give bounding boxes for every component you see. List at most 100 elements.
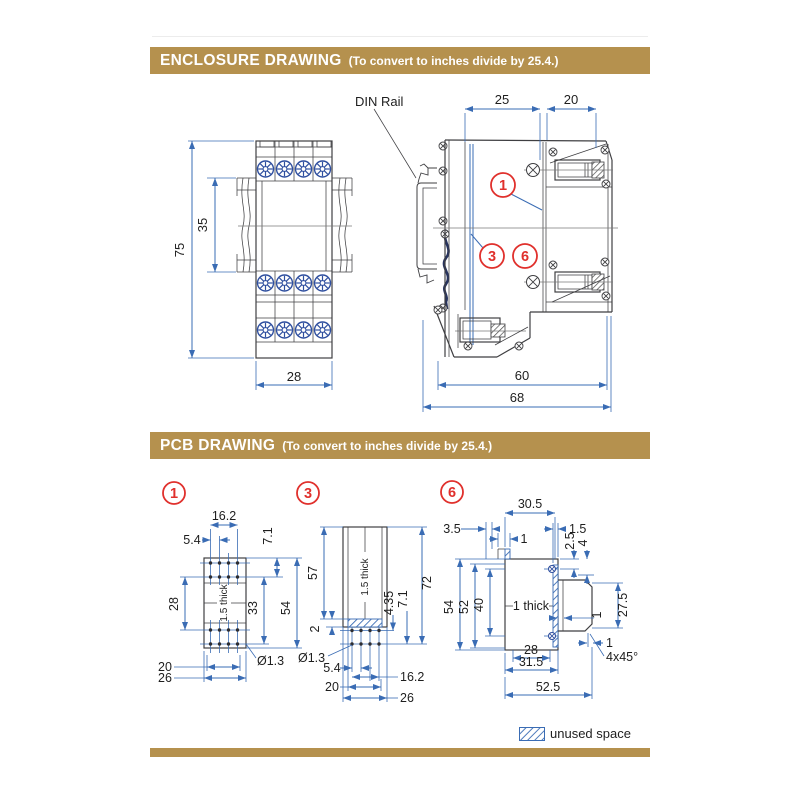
pcb3-dimensions: 57 2 72 4.35 7.1 Ø1.3 5.4 16.2 [298,526,434,705]
pcb6-dim-54: 54 [442,600,456,614]
page-top-rule [152,36,648,37]
pcb-header: PCB DRAWING (To convert to inches divide… [150,432,650,459]
pcb3-callout-circle [296,481,320,505]
pcb1-dim-28: 28 [167,597,181,611]
dim-75-label: 75 [172,243,187,257]
pcb3-pins [340,627,427,681]
terminal-bottom-left [433,305,529,351]
din-rail-leader [373,108,417,179]
pcb6-dim-1-5: 1.5 [569,522,586,536]
callout-6-circle [512,243,538,269]
dim-68-label: 68 [510,390,524,405]
pcb1-holes [208,561,240,646]
dim-25-label: 25 [495,92,509,107]
bottom-rule [150,748,650,757]
pcb1-dimensions: 16.2 5.4 7.1 28 33 54 20 [158,509,302,685]
pcb-view-1: 1 1.5 thick [158,481,302,685]
pcb6-dim-4: 4 [576,539,590,546]
pcb3-dim-16-2: 16.2 [400,670,424,684]
enclosure-drawing: 75 35 28 DIN Rail [172,92,618,412]
front-view: 75 35 28 [172,140,353,390]
pcb6-unused-space-strip [552,564,559,648]
pcb3-dim-7-1: 7.1 [396,590,410,607]
pcb1-dim-20: 20 [158,660,172,674]
pcb1-hole-grid [180,529,283,653]
pcb1-dim-54: 54 [279,601,293,615]
callout-6-label: 6 [521,249,529,265]
pcb3-dim-20: 20 [325,680,339,694]
pcb6-dimensions: 30.5 3.5 1 1.5 2.5 4 [442,497,638,699]
pcb-view-3: 3 1.5 thick 57 2 [296,481,434,705]
dim-60-label: 60 [515,368,529,383]
pcb1-dim-5-4: 5.4 [183,533,200,547]
pcb6-unused-space-tab [504,548,511,560]
callout-3-circle [479,243,505,269]
dim-35-label: 35 [195,218,210,232]
pcb6-dim-40: 40 [472,598,486,612]
front-dimensions: 75 35 28 [172,140,333,390]
unused-space-swatch [519,726,545,741]
enclosure-header: ENCLOSURE DRAWING (To convert to inches … [150,47,650,74]
pcb6-dim-3-5: 3.5 [443,522,460,536]
pcb1-dim-7-1: 7.1 [261,527,275,544]
pcb3-callout-label: 3 [304,486,312,502]
housing-outline [433,139,618,358]
pcb6-dim-28: 28 [524,643,538,657]
terminal-top-right [524,143,613,189]
din-rail-label: DIN Rail [355,94,404,109]
enclosure-header-title: ENCLOSURE DRAWING [160,51,342,69]
pcb-drawing: 1 1.5 thick [158,480,638,705]
dim-28-label: 28 [287,369,301,384]
pcb1-hole-diameter: Ø1.3 [257,654,284,668]
pcb1-dim-33: 33 [246,601,260,615]
side-view: DIN Rail [355,92,618,412]
pcb3-holes [350,628,381,646]
pcb6-dim-27-5: 27.5 [616,593,630,617]
pcb3-dim-57: 57 [306,566,320,580]
pcb6-callout-circle [440,480,464,504]
pcb1-thickness-note: 1.5 thick [219,583,230,621]
module-front-outline [238,140,352,359]
din-rail-front [236,177,353,273]
pcb6-callout-label: 6 [448,485,456,501]
callout-3-label: 3 [488,249,496,265]
pcb3-unused-space-strip [347,618,383,628]
pcb3-dim-4-35: 4.35 [382,591,396,615]
pcb3-dim-2: 2 [308,625,322,632]
pcb6-screws [544,564,558,641]
pcb1-callout-label: 1 [170,486,178,502]
legend: unused space [519,726,631,741]
pcb6-chamfer-note: 4x45° [606,650,638,664]
pcb-header-subtitle: (To convert to inches divide by 25.4.) [282,438,493,453]
pcb6-right-piece [558,579,593,632]
pcb6-dim-1-mid: 1 [590,611,604,618]
dim-20-label: 20 [564,92,578,107]
rail-lock-spring [442,229,450,310]
pcb6-dim-52-5: 52.5 [536,680,560,694]
callout-1-label: 1 [499,178,507,194]
legend-label: unused space [550,726,631,741]
pcb6-thickness-note: 1 thick [513,599,550,613]
enclosure-header-subtitle: (To convert to inches divide by 25.4.) [348,53,559,68]
pcb1-dim-26: 26 [158,671,172,685]
pcb1-callout-circle [162,481,186,505]
callouts: 1 3 6 [470,172,543,269]
callout-1-circle [490,172,516,198]
pcb6-dim-30-5: 30.5 [518,497,542,511]
terminal-mid-right [524,257,613,303]
pcb6-dim-1-top: 1 [521,532,528,546]
pcb1-dim-16-2: 16.2 [212,509,236,523]
pcb6-dim-1-bottom: 1 [606,636,613,650]
pcb3-dim-5-4: 5.4 [323,661,340,675]
din-rail-profile [416,163,437,284]
pcb6-dim-52: 52 [457,600,471,614]
pcb-header-title: PCB DRAWING [160,436,276,454]
pcb3-dim-26: 26 [400,691,414,705]
pcb6-dim-31-5: 31.5 [519,655,543,669]
pcb6-dim-2-5: 2.5 [563,532,577,549]
pcb3-dim-72: 72 [420,576,434,590]
pcb3-hole-diameter: Ø1.3 [298,651,325,665]
pcb3-thickness-note: 1.5 thick [360,557,371,595]
side-dimensions: 25 20 60 68 [422,92,612,412]
